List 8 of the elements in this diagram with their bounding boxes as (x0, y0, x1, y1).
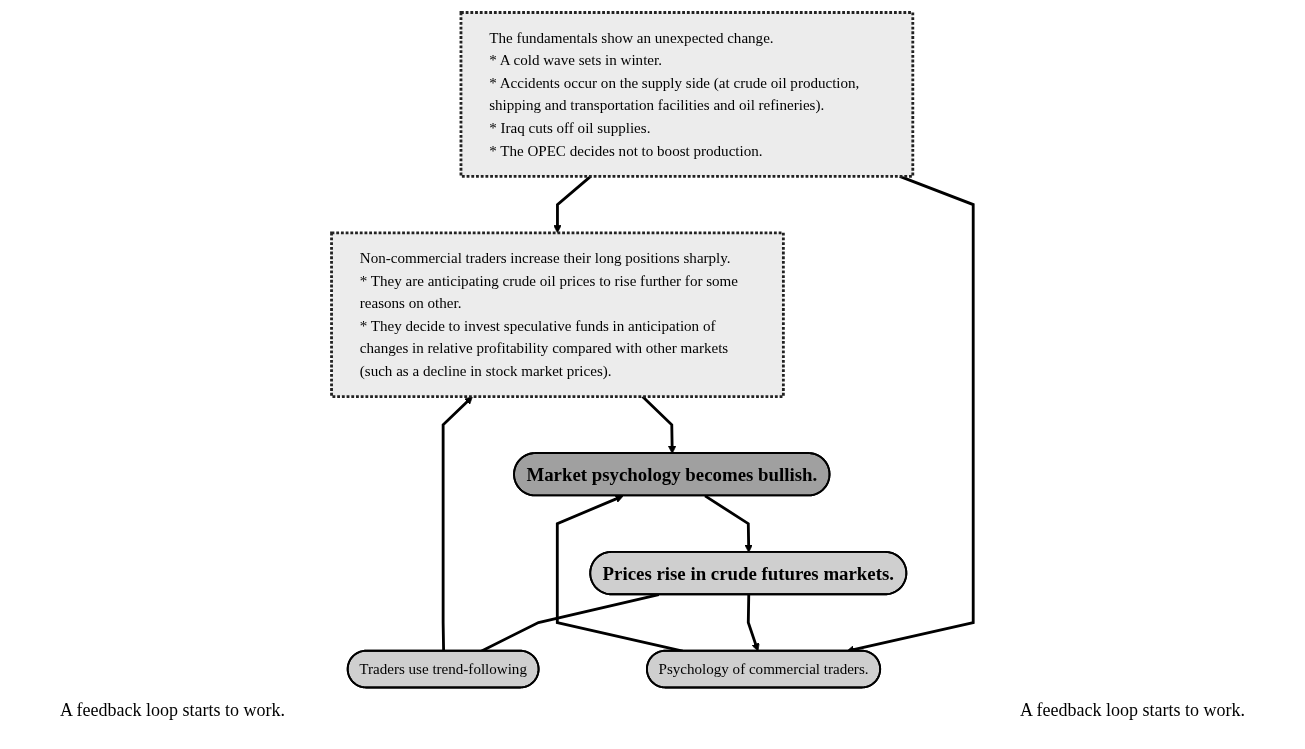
note-text: A feedback loop starts to work. (1020, 700, 1245, 721)
node-box (459, 11, 915, 178)
arrow (441, 396, 473, 652)
flowchart: The fundamentals show an unexpected change. * A cold wave sets in winter. * Accidents occur on the supply side (at crude oil production, shipping and transportation facilities and oil refineries). * Iraq cuts off oil supplies. * The OPEC decides not to boost production. Non-commercial traders increase their long positions sharply. * They are anticipating crude oil prices to rise further for some reasons on other. * They decide to invest speculative funds in anticipation of changes in relative profitability compared with other markets (such as a decline in stock market prices). Market psychology becomes bullish. Prices rise in crude futures markets. Traders use trend-following Psychology of commercial traders. (0, 0, 1305, 700)
node-box (330, 231, 785, 398)
note-text: A feedback loop starts to work. (60, 700, 285, 721)
arrow (747, 594, 760, 652)
arrow (704, 494, 753, 553)
